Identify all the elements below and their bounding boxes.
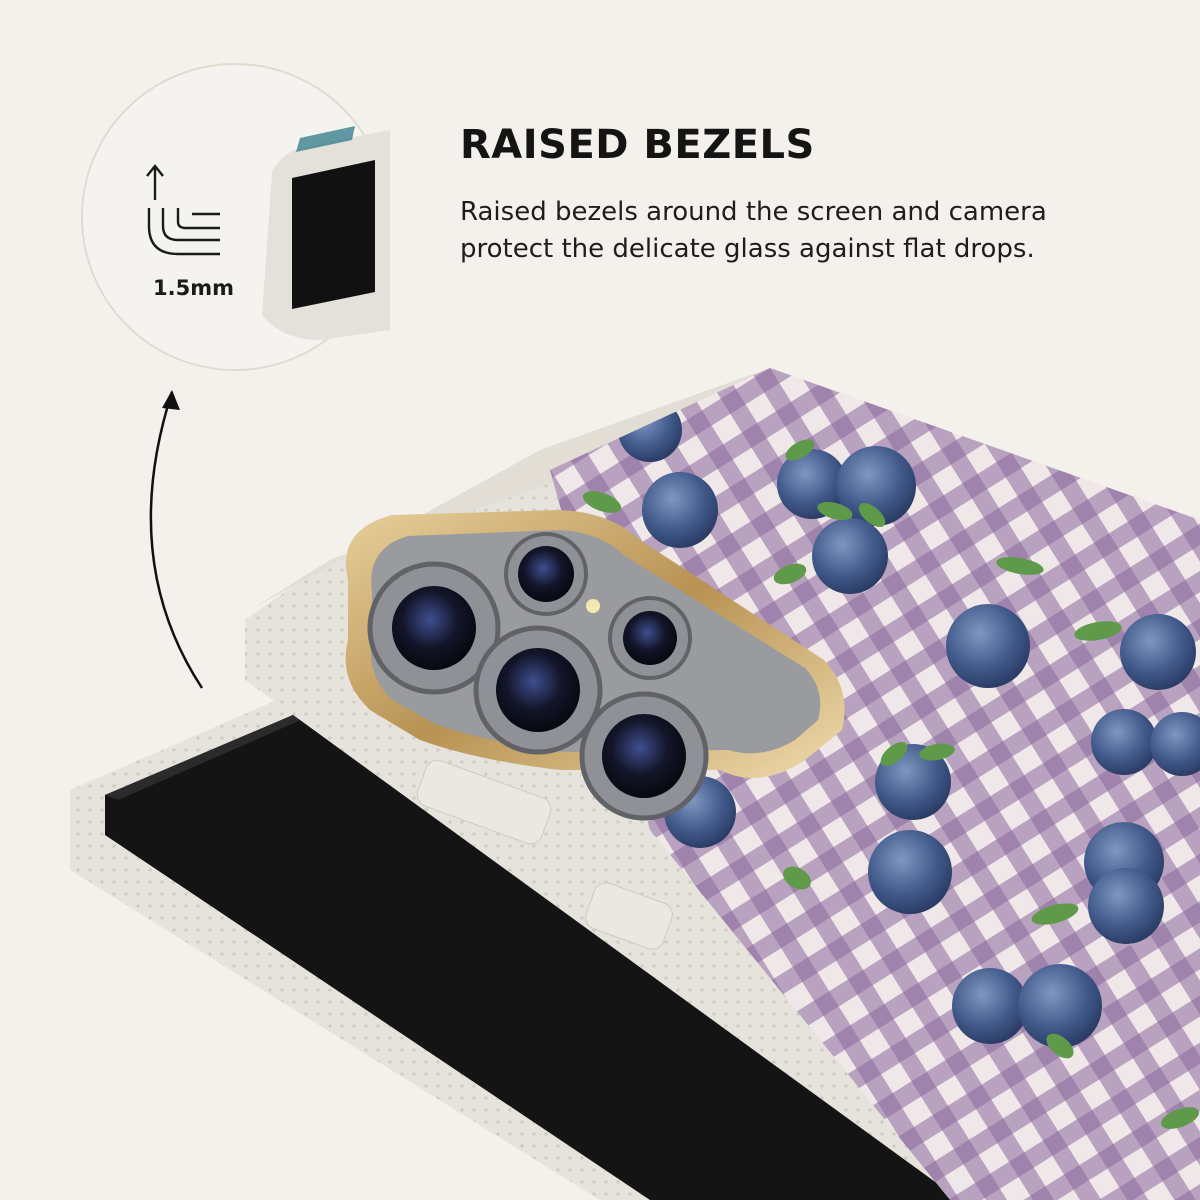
camera-module	[345, 510, 845, 821]
blueberry-pattern	[618, 398, 1200, 1048]
leaf-pattern	[582, 439, 1200, 1129]
flash-icon	[586, 599, 600, 613]
page-title: RAISED BEZELS	[460, 122, 815, 168]
callout-arrow	[149, 391, 204, 689]
bezel-measurement: 1.5mm	[153, 276, 234, 300]
volume-button	[416, 759, 552, 845]
feature-description: Raised bezels around the screen and came…	[460, 194, 1160, 268]
bezel-height-icon	[146, 164, 220, 256]
bezel-callout	[81, 63, 390, 371]
description-line-2: protect the delicate glass against flat …	[460, 234, 1035, 264]
power-button	[585, 882, 673, 950]
description-line-1: Raised bezels around the screen and came…	[460, 197, 1047, 227]
camera-lenses	[367, 532, 709, 821]
